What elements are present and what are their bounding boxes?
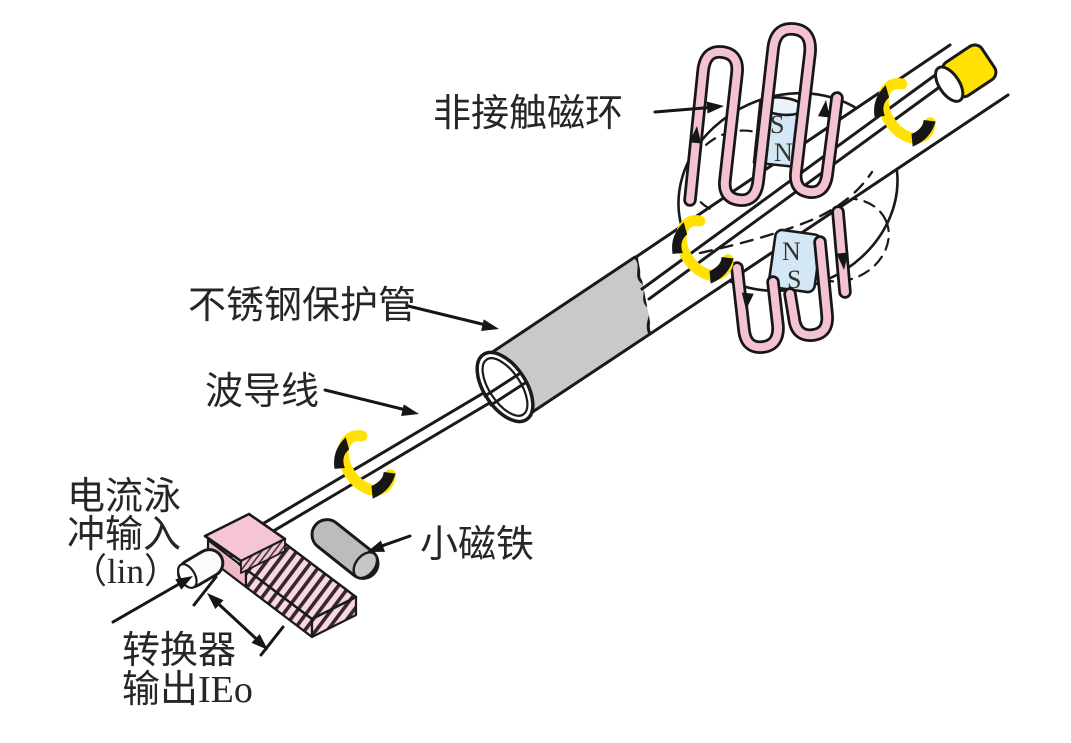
magnet-bottom: N S	[767, 228, 823, 294]
label-small-magnet: 小磁铁	[420, 524, 534, 566]
label-steel-tube: 不锈钢保护管	[188, 285, 416, 327]
tube-mouth	[475, 350, 535, 424]
ring-dashed-arc	[698, 170, 874, 255]
magnet-top-pole-s: S	[770, 110, 784, 139]
end-cap	[934, 43, 998, 103]
label-current-input-line3: （lin）	[72, 552, 179, 591]
magnet-top-pole-n: N	[774, 138, 793, 167]
coil	[683, 22, 852, 354]
tube-edge-bottom	[648, 93, 1010, 336]
label-transducer-line2: 输出IEo	[122, 669, 253, 711]
steel-tube-sleeve	[483, 255, 653, 419]
label-current-input-line1: 电流泳	[67, 476, 181, 518]
leader-arrows	[111, 105, 718, 657]
magnet-bottom-pole-n: N	[782, 237, 801, 266]
small-magnet-cylinder	[310, 518, 380, 580]
label-waveguide: 波导线	[205, 371, 319, 413]
label-current-input-line2: 冲输入	[67, 514, 181, 556]
label-noncontact-ring: 非接触磁环	[433, 93, 623, 135]
magnet-bottom-pole-s: S	[787, 265, 801, 294]
wire-through-mouth	[483, 372, 527, 407]
label-transducer-line1: 转换器	[122, 630, 236, 672]
